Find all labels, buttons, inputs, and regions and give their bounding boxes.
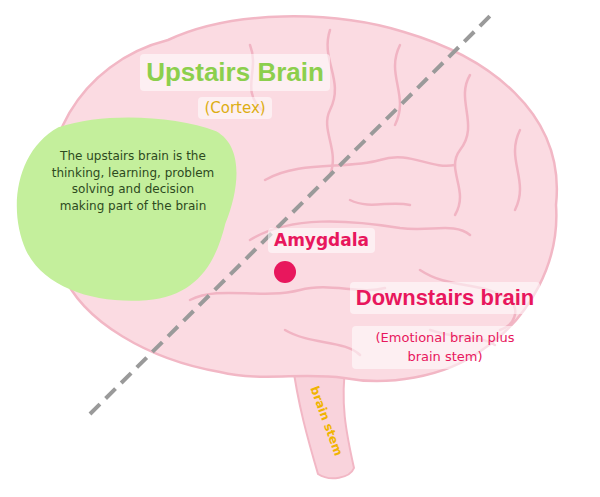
brain-fold — [327, 30, 335, 175]
brain-fold — [285, 330, 360, 355]
node-title: Upstairs Brain — [140, 54, 330, 91]
label-box: Downstairs brain (Emotional brain plus br… — [338, 282, 552, 382]
node-title: Downstairs brain — [350, 282, 540, 314]
amygdala-dot — [274, 261, 296, 283]
node-subtitle: (Emotional brain plus brain stem) — [352, 326, 538, 369]
node-title: Amygdala — [268, 228, 375, 253]
note-blob: The upstairs brain is the thinking, lear… — [12, 112, 244, 304]
node-title: The upstairs brain is the thinking, lear… — [12, 112, 244, 214]
node-subtitle: (Cortex) — [198, 97, 271, 120]
label-box: Amygdala — [268, 228, 372, 258]
brain-fold — [265, 157, 455, 180]
label-box: Upstairs Brain (Cortex) — [120, 54, 350, 124]
brain-fold — [515, 130, 520, 210]
brain-fold — [455, 75, 470, 215]
brain-fold — [350, 200, 410, 205]
brain-fold — [395, 45, 400, 125]
